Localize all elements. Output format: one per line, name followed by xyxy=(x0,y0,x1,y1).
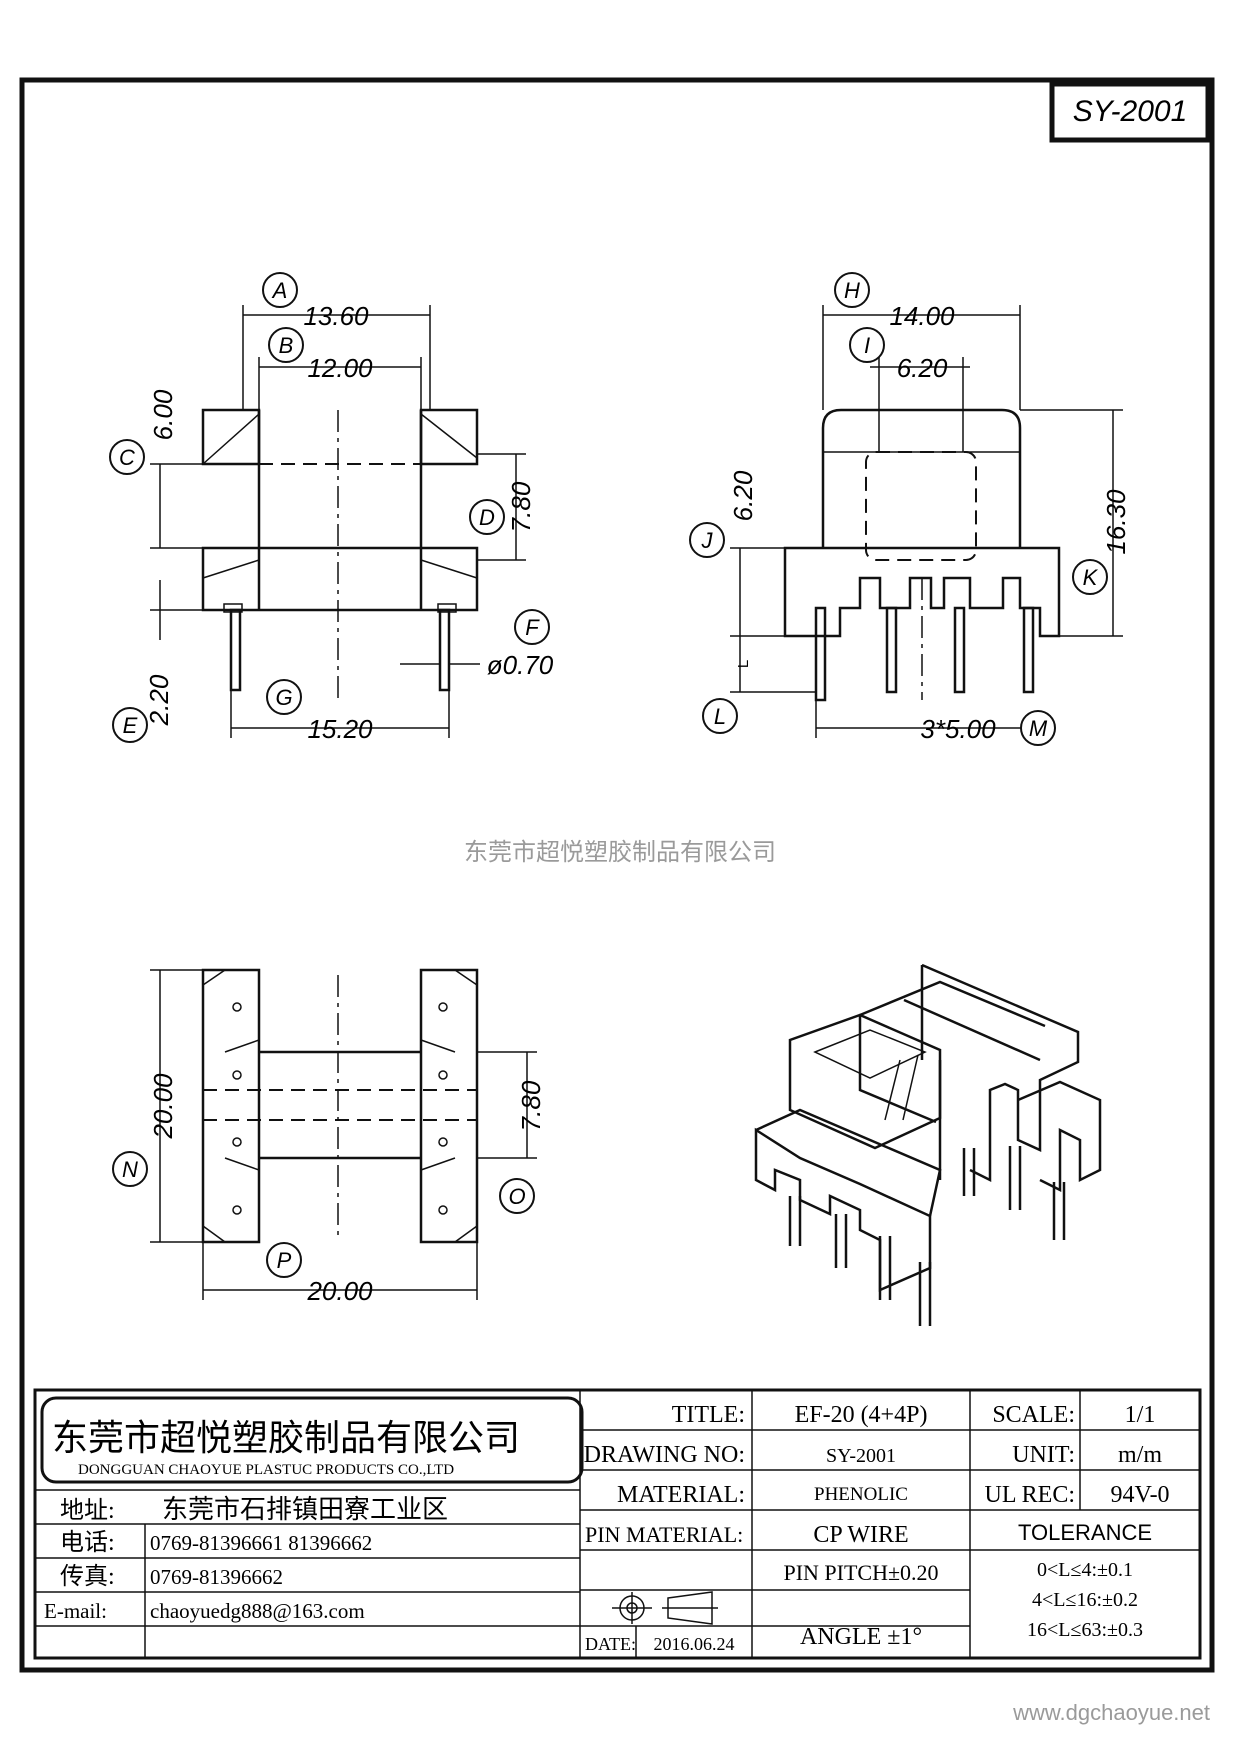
fax-value: 0769-81396662 xyxy=(150,1565,283,1589)
balloon-d xyxy=(469,499,505,535)
dim-p: 20.00 xyxy=(306,1276,373,1306)
dim-i: 6.20 xyxy=(897,353,948,383)
phone-label: 电话: xyxy=(60,1529,115,1556)
unit-value: m/m xyxy=(1118,1442,1162,1468)
date-value: 2016.06.24 xyxy=(654,1634,735,1654)
balloon-g-label: G xyxy=(275,685,292,710)
balloon-l-label: L xyxy=(714,704,726,729)
address-value: 东莞市石排镇田寮工业区 xyxy=(162,1495,448,1524)
balloon-h xyxy=(834,272,870,308)
top-view: 13.60 12.00 6.00 7.80 2.20 ø0.70 15.20 A… xyxy=(109,272,554,744)
dim-o: 7.80 xyxy=(516,1080,546,1131)
scale-label: SCALE: xyxy=(992,1402,1075,1428)
balloon-b xyxy=(268,327,304,363)
balloon-i-label: I xyxy=(864,333,870,358)
tolerance-line-2: 4<L≤16:±0.2 xyxy=(1032,1589,1138,1611)
sheet-border xyxy=(19,77,1215,1673)
balloon-k xyxy=(1072,559,1108,595)
tolerance-line-3: 16<L≤63:±0.3 xyxy=(1027,1619,1143,1641)
address-label: 地址: xyxy=(60,1497,115,1524)
isometric-view xyxy=(754,963,1102,1326)
date-label: DATE: xyxy=(585,1634,636,1654)
balloon-d-label: D xyxy=(479,505,495,530)
tolerance-label: TOLERANCE xyxy=(1018,1520,1152,1545)
balloon-n xyxy=(112,1151,148,1187)
dim-k: 16.30 xyxy=(1101,489,1131,555)
balloon-n-label: N xyxy=(122,1157,138,1182)
dim-g: 15.20 xyxy=(307,714,373,744)
balloon-h-label: H xyxy=(844,278,860,303)
balloon-c-label: C xyxy=(119,445,135,470)
email-value: chaoyuedg888@163.com xyxy=(150,1599,365,1623)
fax-label: 传真: xyxy=(60,1563,115,1590)
balloon-o-label: O xyxy=(508,1184,525,1209)
title-value: EF-20 (4+4P) xyxy=(795,1402,928,1428)
balloon-o xyxy=(499,1178,535,1214)
title-block: 东莞市超悦塑胶制品有限公司 DONGGUAN CHAOYUE PLASTUC P… xyxy=(33,1388,1202,1660)
drawing-no-label: DRAWING NO: xyxy=(584,1442,745,1468)
drawing-code-box: SY-2001 xyxy=(1049,81,1211,143)
pin-pitch: PIN PITCH±0.20 xyxy=(783,1560,938,1585)
phone-value: 0769-81396661 81396662 xyxy=(150,1531,372,1555)
ul-rec-value: 94V-0 xyxy=(1110,1482,1169,1508)
tolerance-line-1: 0<L≤4:±0.1 xyxy=(1037,1559,1133,1581)
balloon-g xyxy=(266,679,302,715)
side-view: 14.00 6.20 6.20 16.30 L 3*5.00 H I J K L… xyxy=(689,272,1131,746)
pin-material-label: PIN MATERIAL: xyxy=(585,1522,743,1547)
drawing-code: SY-2001 xyxy=(1073,95,1188,128)
material-value: PHENOLIC xyxy=(814,1484,908,1505)
pin-material-value: CP WIRE xyxy=(813,1522,908,1548)
angle-tolerance: ANGLE ±1° xyxy=(800,1624,922,1650)
balloon-e-label: E xyxy=(123,713,138,738)
material-label: MATERIAL: xyxy=(617,1482,745,1508)
projection-symbol-icon xyxy=(612,1591,718,1625)
balloon-p xyxy=(266,1242,302,1278)
dim-l: L xyxy=(735,660,752,668)
ul-rec-label: UL REC: xyxy=(985,1482,1075,1508)
scale-value: 1/1 xyxy=(1125,1402,1156,1428)
dim-j: 6.20 xyxy=(728,470,758,521)
dim-a: 13.60 xyxy=(303,301,369,331)
email-label: E-mail: xyxy=(44,1599,107,1623)
balloon-l xyxy=(702,698,738,734)
balloon-m xyxy=(1020,710,1056,746)
dim-e: 2.20 xyxy=(144,674,174,726)
title-label: TITLE: xyxy=(672,1402,745,1428)
balloon-a xyxy=(262,272,298,308)
dim-n: 20.00 xyxy=(148,1073,178,1140)
bottom-view: 20.00 7.80 20.00 N O P xyxy=(112,968,546,1306)
dim-m: 3*5.00 xyxy=(920,714,996,744)
unit-label: UNIT: xyxy=(1012,1442,1075,1468)
balloon-j xyxy=(689,522,725,558)
balloon-b-label: B xyxy=(279,333,294,358)
dim-c: 6.00 xyxy=(148,389,178,440)
drawing-no-value: SY-2001 xyxy=(826,1445,896,1467)
watermark-text: 东莞市超悦塑胶制品有限公司 xyxy=(464,839,776,866)
balloon-j-label: J xyxy=(701,528,714,553)
balloon-k-label: K xyxy=(1083,565,1099,590)
dim-h: 14.00 xyxy=(889,301,955,331)
company-name-en: DONGGUAN CHAOYUE PLASTUC PRODUCTS CO.,LT… xyxy=(78,1462,454,1478)
balloon-e xyxy=(112,707,148,743)
company-name-cn: 东莞市超悦塑胶制品有限公司 xyxy=(52,1418,520,1458)
balloon-i xyxy=(849,327,885,363)
dim-b: 12.00 xyxy=(307,353,373,383)
dim-d: 7.80 xyxy=(506,481,536,532)
balloon-c xyxy=(109,439,145,475)
balloon-a-label: A xyxy=(271,278,288,303)
dim-f: ø0.70 xyxy=(487,650,554,680)
balloon-m-label: M xyxy=(1029,716,1048,741)
balloon-p-label: P xyxy=(277,1248,292,1273)
balloon-f-label: F xyxy=(525,615,540,640)
website-url: www.dgchaoyue.net xyxy=(1012,1700,1210,1725)
balloon-f xyxy=(514,609,550,645)
